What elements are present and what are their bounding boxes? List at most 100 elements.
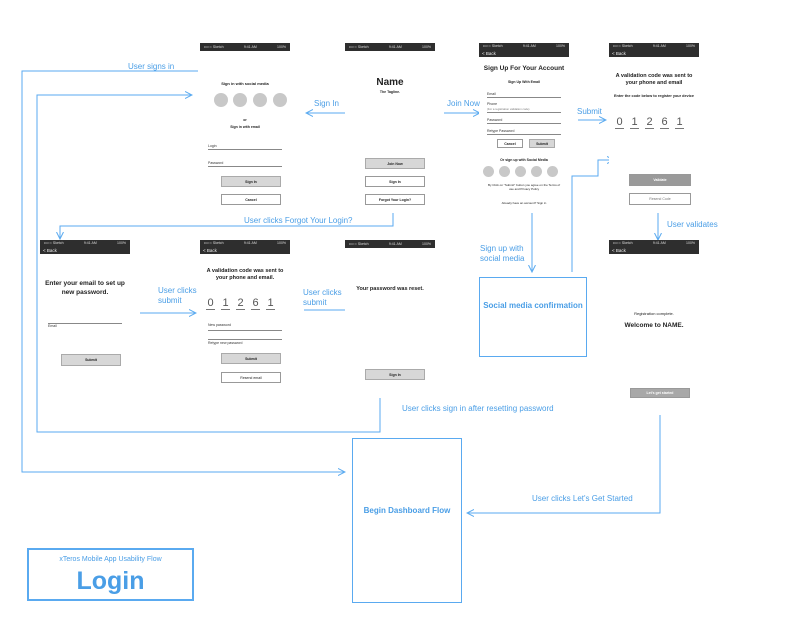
code-digit: 1: [675, 116, 684, 129]
flow-label-sign-in: Sign In: [314, 99, 339, 108]
cancel-button[interactable]: Cancel: [221, 194, 281, 205]
cancel-button[interactable]: Cancel: [497, 139, 523, 148]
email-label: Email: [487, 92, 496, 96]
back-button[interactable]: < Back: [43, 248, 57, 253]
flow-label-user-signs-in: User signs in: [128, 62, 175, 71]
registration-complete-text: Registration complete.: [634, 311, 674, 316]
back-button[interactable]: < Back: [203, 248, 217, 253]
password-input[interactable]: [487, 123, 561, 124]
password-input[interactable]: [208, 166, 282, 167]
social-icon[interactable]: [483, 166, 494, 177]
social-icon[interactable]: [233, 93, 247, 107]
tagline: The Tagline.: [379, 90, 401, 94]
social-icon[interactable]: [531, 166, 542, 177]
title-block: xTeros Mobile App Usability Flow Login: [27, 548, 194, 601]
validate-instruction: Enter the code below to register your de…: [614, 94, 694, 98]
phone-input[interactable]: [487, 112, 561, 113]
new-password-input[interactable]: [208, 330, 282, 331]
social-confirmation-box: Social media confirmation: [479, 277, 587, 357]
validate-button[interactable]: Validate: [629, 174, 691, 186]
dashboard-box: Begin Dashboard Flow: [352, 438, 462, 603]
phone-hint: (For a registration validation code): [487, 107, 530, 111]
or-label: or: [243, 118, 247, 122]
title-block-title: Login: [76, 567, 145, 595]
code-digit: 6: [660, 116, 669, 129]
back-button[interactable]: < Back: [612, 248, 626, 253]
flow-label-forgot: User clicks Forgot Your Login?: [244, 216, 353, 225]
signup-title: Sign Up For Your Account: [483, 65, 565, 72]
password-label: Password: [208, 161, 224, 165]
password-label: Password: [487, 118, 503, 122]
social-icon[interactable]: [214, 93, 228, 107]
submit-button[interactable]: Submit: [61, 354, 121, 366]
submit-button[interactable]: Submit: [529, 139, 555, 148]
code-digit: 2: [645, 116, 654, 129]
retype-new-password-label: Retype new password: [208, 341, 243, 345]
social-icon[interactable]: [253, 93, 267, 107]
code-digit: 6: [251, 297, 260, 310]
welcome-text: Welcome to NAME.: [624, 322, 684, 329]
back-button[interactable]: < Back: [482, 51, 496, 56]
signin-button[interactable]: Sign In: [221, 176, 281, 187]
login-label: Login: [208, 144, 217, 148]
title-block-subtitle: xTeros Mobile App Usability Flow: [59, 556, 162, 563]
code-digits[interactable]: 0 1 2 6 1: [615, 116, 684, 129]
connector-social-validate: [571, 160, 614, 272]
resend-code-button[interactable]: Resend Code: [629, 193, 691, 205]
social-icon[interactable]: [499, 166, 510, 177]
dashboard-label: Begin Dashboard Flow: [363, 506, 451, 515]
code-digit: 0: [206, 297, 215, 310]
resend-email-button[interactable]: Resend email: [221, 372, 281, 383]
signin-button[interactable]: Sign In: [365, 369, 425, 380]
flow-label-submit: Submit: [577, 107, 602, 116]
social-icon[interactable]: [273, 93, 287, 107]
retype-password-label: Retype Password: [487, 129, 515, 133]
validate-title: A validation code was sent to your phone…: [615, 73, 693, 87]
code-digits[interactable]: 0 1 2 6 1: [206, 297, 275, 310]
code-digit: 1: [630, 116, 639, 129]
app-name: Name: [376, 77, 404, 88]
already-have-account-link[interactable]: Already have an account? Sign in: [501, 201, 547, 205]
join-now-button[interactable]: Join Now: [365, 158, 425, 169]
signin-button[interactable]: Sign In: [365, 176, 425, 187]
email-input[interactable]: [48, 323, 122, 324]
back-button[interactable]: < Back: [612, 51, 626, 56]
email-signin-title: Sign in with email: [230, 125, 260, 129]
social-icon[interactable]: [547, 166, 558, 177]
phone-label: Phone: [487, 102, 498, 106]
flow-label-lets-get-started: User clicks Let's Get Started: [532, 494, 633, 503]
email-signup-subtitle: Sign Up With Email: [507, 80, 541, 84]
new-password-label: New password: [208, 323, 231, 327]
login-input[interactable]: [208, 149, 282, 150]
code-digit: 1: [221, 297, 230, 310]
reset-done-title: Your password was reset.: [356, 286, 424, 292]
social-icon[interactable]: [515, 166, 526, 177]
retype-new-password-input[interactable]: [208, 339, 282, 340]
flow-label-clicks-submit-2: User clicks submit: [303, 288, 342, 308]
terms-text: By Click on "Submit" button you agree on…: [487, 183, 561, 192]
forgot-login-button[interactable]: Forgot Your Login?: [365, 194, 425, 205]
social-signup-subtitle: Or sign up with Social Media: [500, 158, 548, 162]
lets-get-started-button[interactable]: Let's get started: [630, 388, 690, 398]
retype-password-input[interactable]: [487, 134, 561, 135]
flow-label-join-now: Join Now: [447, 99, 480, 108]
submit-button[interactable]: Submit: [221, 353, 281, 364]
code-digit: 1: [266, 297, 275, 310]
email-input[interactable]: [487, 97, 561, 98]
